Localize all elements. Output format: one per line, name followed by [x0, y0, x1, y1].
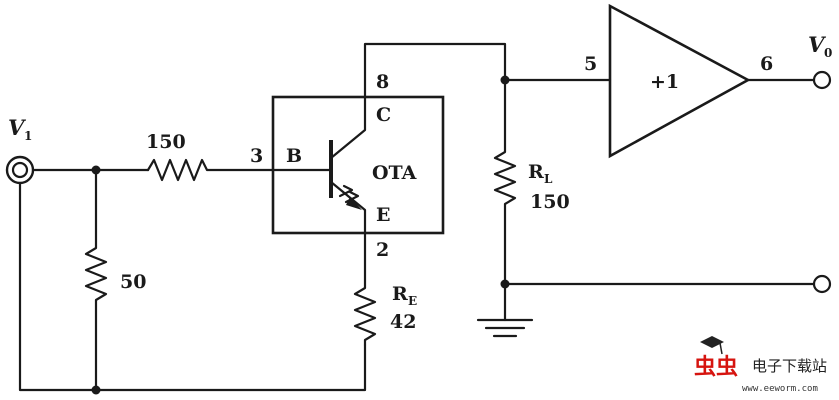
ota-label: OTA: [372, 162, 417, 184]
ground-symbol: [476, 318, 534, 338]
ota-box: [271, 95, 445, 235]
input-label-sub: 1: [24, 129, 32, 143]
watermark-url: www.eeworm.com: [742, 384, 818, 394]
emitter-resistor: [353, 231, 377, 347]
load-resistor-value: 150: [530, 191, 570, 213]
emitter-resistor-name: R: [392, 283, 408, 305]
ota-pin-base-label: B: [286, 145, 302, 167]
buffer-gain: +1: [650, 71, 679, 93]
watermark-text: 电子下载站: [752, 357, 827, 375]
load-resistor-sub: L: [544, 172, 553, 186]
output-terminal: [812, 70, 832, 90]
load-resistor-name: R: [528, 161, 544, 183]
ota-pin-collector-label: C: [376, 104, 391, 126]
input-label: V: [8, 115, 27, 140]
watermark-chars: 虫虫: [694, 354, 738, 380]
output-label-sub: 0: [824, 46, 832, 60]
buffer-pin-in: 5: [584, 53, 597, 75]
output-label: V: [808, 32, 827, 57]
series-resistor: [146, 158, 275, 182]
transistor-symbol: [271, 95, 367, 235]
series-resistor-value: 150: [146, 131, 186, 153]
watermark-logo: 虫虫 电子下载站 www.eeworm.com: [694, 336, 827, 394]
shunt-resistor-value: 50: [120, 271, 146, 293]
buffer-pin-out: 6: [760, 53, 773, 75]
ota-pin-2-number: 2: [376, 239, 389, 261]
ground-terminal: [812, 274, 832, 294]
emitter-resistor-sub: E: [408, 294, 417, 308]
ota-pin-3-number: 3: [250, 145, 263, 167]
emitter-resistor-value: 42: [390, 311, 416, 333]
collector-wire: [363, 42, 507, 99]
ota-pin-emitter-label: E: [376, 204, 390, 226]
shunt-resistor: [84, 168, 108, 392]
load-resistor: [493, 78, 517, 322]
ota-pin-8-number: 8: [376, 71, 389, 93]
bottom-rail: [18, 181, 367, 392]
input-terminal: [5, 155, 35, 185]
buffer-amplifier: [608, 3, 751, 159]
